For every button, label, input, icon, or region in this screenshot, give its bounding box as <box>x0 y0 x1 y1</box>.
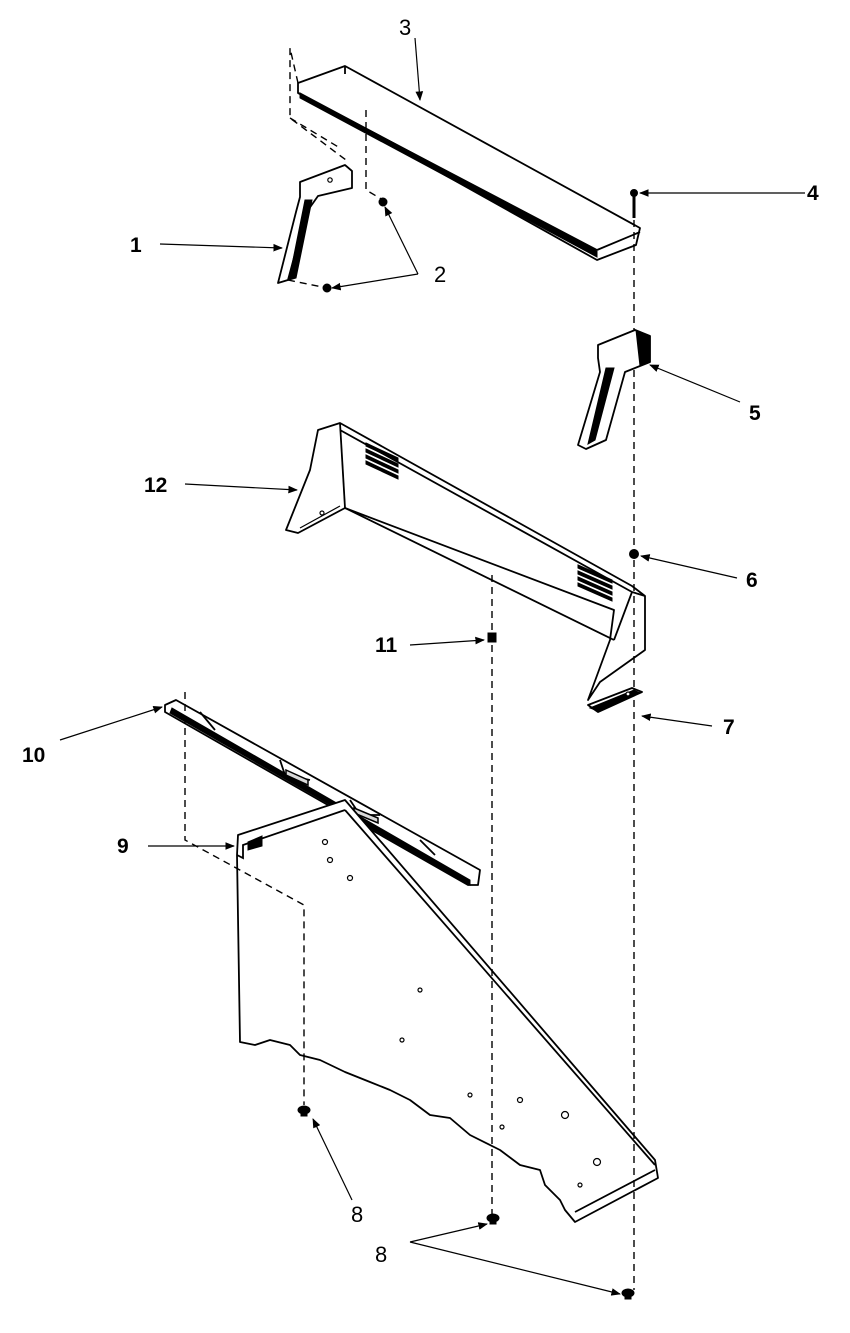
callout-5: 5 <box>749 402 761 425</box>
part-7-small-plate <box>587 687 643 713</box>
leader-lines <box>59 37 805 1296</box>
part-11-nut <box>487 632 497 643</box>
callout-6: 6 <box>746 569 758 592</box>
tray-slots-left <box>365 442 399 480</box>
callout-8-bottom: 8 <box>375 1242 387 1267</box>
callout-3: 3 <box>399 15 411 40</box>
callout-1: 1 <box>130 234 142 257</box>
part-1-left-bracket <box>277 164 353 284</box>
callout-4: 4 <box>807 182 819 205</box>
hardware <box>297 189 639 1300</box>
part-12-main-tray <box>285 422 646 701</box>
tray-slots-right <box>577 564 613 602</box>
part-10-rail <box>164 699 481 886</box>
part-8-screw-left <box>297 1105 311 1117</box>
part-2-nut-upper <box>378 197 388 207</box>
callout-7: 7 <box>723 716 735 739</box>
callout-9: 9 <box>117 835 129 858</box>
callout-12: 12 <box>144 474 167 497</box>
alignment-lines <box>184 47 635 1290</box>
part-5-right-bracket <box>577 329 651 450</box>
callout-10: 10 <box>22 744 45 767</box>
callout-2: 2 <box>434 262 446 287</box>
callout-11: 11 <box>375 634 398 657</box>
part-4-screw <box>630 189 638 218</box>
part-8-screw-right <box>621 1288 635 1300</box>
part-6-washer <box>629 549 639 559</box>
callout-8-left: 8 <box>351 1202 363 1227</box>
part-3-top-cap <box>297 65 641 261</box>
part-8-screw-middle <box>486 1213 500 1225</box>
callouts: 3 4 1 2 5 12 6 11 7 10 9 8 8 <box>22 15 819 1267</box>
part-9-base-plate <box>236 799 659 1223</box>
